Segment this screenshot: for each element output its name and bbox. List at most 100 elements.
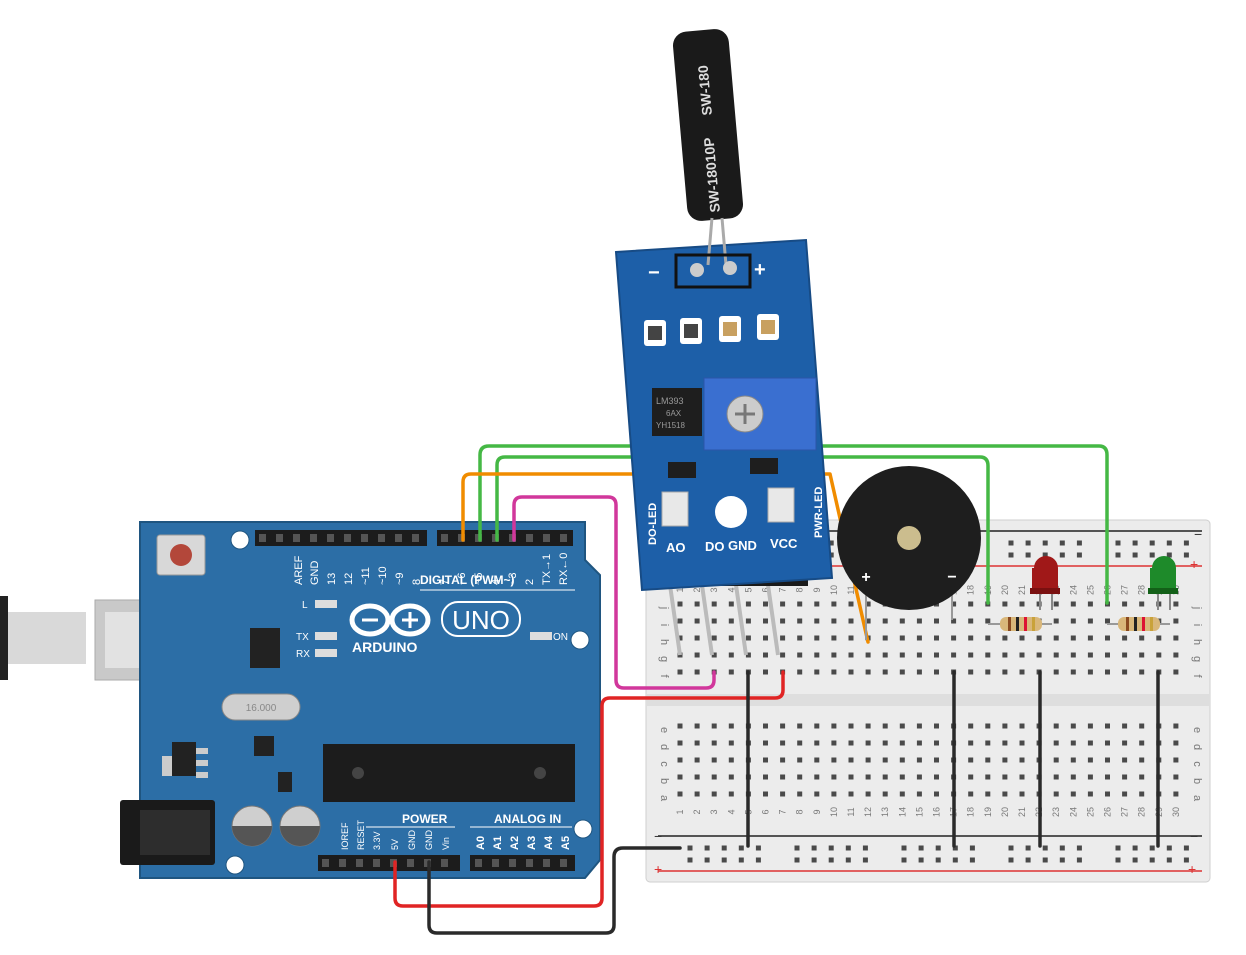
breadboard-hole[interactable]	[711, 635, 717, 641]
breadboard-hole[interactable]	[1087, 618, 1093, 624]
breadboard-hole[interactable]	[694, 791, 700, 797]
breadboard-hole[interactable]	[1166, 857, 1172, 863]
breadboard-hole[interactable]	[1156, 635, 1162, 641]
breadboard-hole[interactable]	[831, 791, 837, 797]
breadboard-hole[interactable]	[918, 857, 924, 863]
breadboard-hole[interactable]	[1076, 857, 1082, 863]
breadboard-hole[interactable]	[968, 774, 974, 780]
breadboard-hole[interactable]	[1008, 552, 1014, 558]
breadboard-hole[interactable]	[845, 857, 851, 863]
breadboard-hole[interactable]	[1008, 540, 1014, 546]
breadboard-hole[interactable]	[704, 845, 710, 851]
breadboard-hole[interactable]	[865, 774, 871, 780]
breadboard-hole[interactable]	[780, 791, 786, 797]
breadboard-hole[interactable]	[694, 601, 700, 607]
breadboard-hole[interactable]	[1183, 540, 1189, 546]
breadboard-hole[interactable]	[763, 774, 768, 780]
breadboard-hole[interactable]	[1087, 791, 1093, 797]
breadboard-hole[interactable]	[728, 652, 734, 658]
breadboard-hole[interactable]	[1132, 552, 1138, 558]
breadboard-hole[interactable]	[916, 791, 922, 797]
breadboard-hole[interactable]	[865, 618, 871, 624]
breadboard-hole[interactable]	[899, 757, 905, 763]
breadboard-hole[interactable]	[848, 669, 854, 675]
breadboard-hole[interactable]	[968, 757, 974, 763]
breadboard-hole[interactable]	[1139, 740, 1145, 746]
breadboard-hole[interactable]	[1059, 857, 1065, 863]
breadboard-hole[interactable]	[848, 723, 854, 729]
breadboard-hole[interactable]	[968, 601, 974, 607]
breadboard-hole[interactable]	[882, 669, 888, 675]
breadboard-hole[interactable]	[1156, 652, 1162, 658]
breadboard-hole[interactable]	[1002, 635, 1008, 641]
breadboard-hole[interactable]	[1019, 740, 1025, 746]
breadboard-hole[interactable]	[951, 618, 957, 624]
breadboard-hole[interactable]	[711, 652, 717, 658]
breadboard-hole[interactable]	[745, 635, 751, 641]
breadboard-hole[interactable]	[952, 857, 958, 863]
breadboard-hole[interactable]	[985, 757, 991, 763]
breadboard-hole[interactable]	[814, 740, 820, 746]
breadboard-hole[interactable]	[1132, 845, 1138, 851]
breadboard-hole[interactable]	[1087, 635, 1093, 641]
breadboard-hole[interactable]	[711, 618, 717, 624]
breadboard-hole[interactable]	[694, 723, 700, 729]
breadboard-hole[interactable]	[814, 635, 820, 641]
breadboard-hole[interactable]	[1173, 635, 1179, 641]
breadboard-hole[interactable]	[728, 723, 734, 729]
breadboard-hole[interactable]	[1122, 774, 1128, 780]
breadboard-hole[interactable]	[677, 635, 683, 641]
breadboard-hole[interactable]	[763, 635, 768, 641]
breadboard-hole[interactable]	[1019, 652, 1025, 658]
breadboard-hole[interactable]	[968, 740, 974, 746]
breadboard-hole[interactable]	[1105, 723, 1110, 729]
breadboard-hole[interactable]	[1070, 618, 1076, 624]
breadboard-hole[interactable]	[848, 791, 854, 797]
breadboard-hole[interactable]	[934, 757, 939, 763]
breadboard-hole[interactable]	[1002, 601, 1008, 607]
breadboard-hole[interactable]	[952, 845, 958, 851]
breadboard-hole[interactable]	[1105, 757, 1110, 763]
breadboard-hole[interactable]	[1139, 723, 1145, 729]
breadboard-hole[interactable]	[721, 845, 727, 851]
breadboard-hole[interactable]	[738, 857, 744, 863]
breadboard-hole[interactable]	[814, 723, 820, 729]
breadboard-hole[interactable]	[780, 652, 786, 658]
breadboard-hole[interactable]	[828, 857, 834, 863]
breadboard-hole[interactable]	[985, 618, 991, 624]
breadboard-hole[interactable]	[916, 669, 922, 675]
breadboard-hole[interactable]	[745, 618, 751, 624]
breadboard-hole[interactable]	[1173, 774, 1179, 780]
breadboard-hole[interactable]	[1105, 618, 1110, 624]
breadboard-hole[interactable]	[797, 618, 803, 624]
breadboard-hole[interactable]	[728, 774, 734, 780]
breadboard-hole[interactable]	[848, 774, 854, 780]
breadboard-hole[interactable]	[831, 740, 837, 746]
breadboard-hole[interactable]	[811, 857, 817, 863]
breadboard-hole[interactable]	[797, 791, 803, 797]
breadboard-hole[interactable]	[848, 618, 854, 624]
breadboard-hole[interactable]	[1173, 791, 1179, 797]
breadboard-hole[interactable]	[985, 669, 991, 675]
breadboard-hole[interactable]	[1025, 540, 1031, 546]
breadboard-hole[interactable]	[918, 845, 924, 851]
breadboard-hole[interactable]	[797, 723, 803, 729]
breadboard-hole[interactable]	[1105, 635, 1110, 641]
breadboard-hole[interactable]	[755, 845, 761, 851]
breadboard-hole[interactable]	[985, 774, 991, 780]
breadboard-hole[interactable]	[1139, 757, 1145, 763]
breadboard-hole[interactable]	[862, 845, 868, 851]
breadboard-hole[interactable]	[1166, 845, 1172, 851]
breadboard-hole[interactable]	[1087, 723, 1093, 729]
breadboard-hole[interactable]	[755, 857, 761, 863]
breadboard-hole[interactable]	[1122, 601, 1128, 607]
breadboard-hole[interactable]	[831, 669, 837, 675]
breadboard-hole[interactable]	[916, 740, 922, 746]
breadboard-hole[interactable]	[780, 723, 786, 729]
breadboard-hole[interactable]	[763, 669, 768, 675]
breadboard-hole[interactable]	[711, 740, 717, 746]
breadboard-hole[interactable]	[814, 669, 820, 675]
breadboard-hole[interactable]	[1008, 845, 1014, 851]
breadboard-hole[interactable]	[1053, 740, 1059, 746]
breadboard-hole[interactable]	[865, 652, 871, 658]
